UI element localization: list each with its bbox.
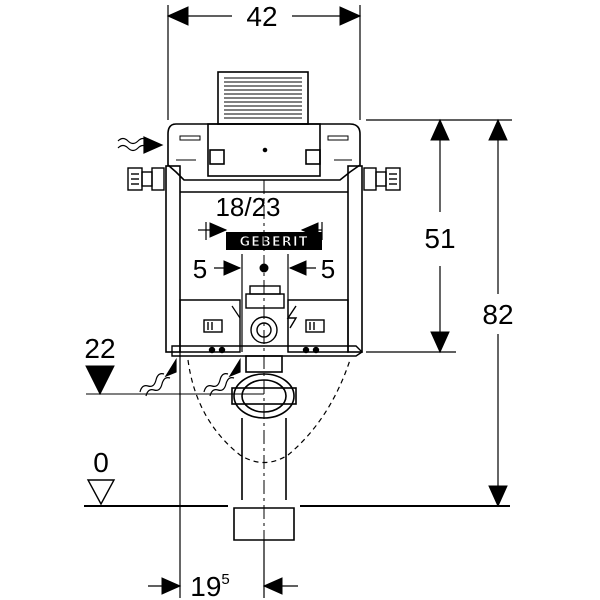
floor-level-marker: [84, 479, 510, 507]
outlet-offset-dimension: [148, 352, 298, 598]
flush-plate-box: [217, 71, 309, 125]
connection-block: [171, 285, 364, 357]
level-22-marker: [85, 365, 264, 396]
level-22-arrows: [139, 357, 241, 397]
fixture-spacing-label: 18/23: [215, 192, 280, 222]
brand-logo: GEBERIT: [226, 232, 322, 250]
width-top-label: 42: [246, 1, 277, 32]
offset-left-label: 5: [193, 254, 207, 284]
offset-right-label: 5: [321, 254, 335, 284]
outlet-offset-sup: 5: [221, 571, 229, 588]
right-mounting-bracket: [363, 167, 401, 191]
water-inlet-arrow: [117, 136, 164, 154]
cistern-body: [167, 123, 361, 181]
floor-level-label: 0: [93, 447, 109, 478]
outlet-offset-label: 195: [190, 571, 230, 600]
left-mounting-bracket: [127, 167, 165, 191]
offset-dimensions: [214, 254, 316, 352]
total-height-dimension: [488, 118, 508, 508]
total-height-label: 82: [482, 299, 513, 330]
fixture-spacing-dimension: [198, 222, 323, 240]
inlet-level-label: 22: [84, 333, 115, 364]
outlet-offset-main: 19: [190, 571, 221, 600]
top-width-dimension: [166, 5, 362, 120]
brand-logo-text: GEBERIT: [239, 235, 308, 250]
frame-height-dimension: [366, 118, 512, 354]
frame-height-label: 51: [424, 223, 455, 254]
